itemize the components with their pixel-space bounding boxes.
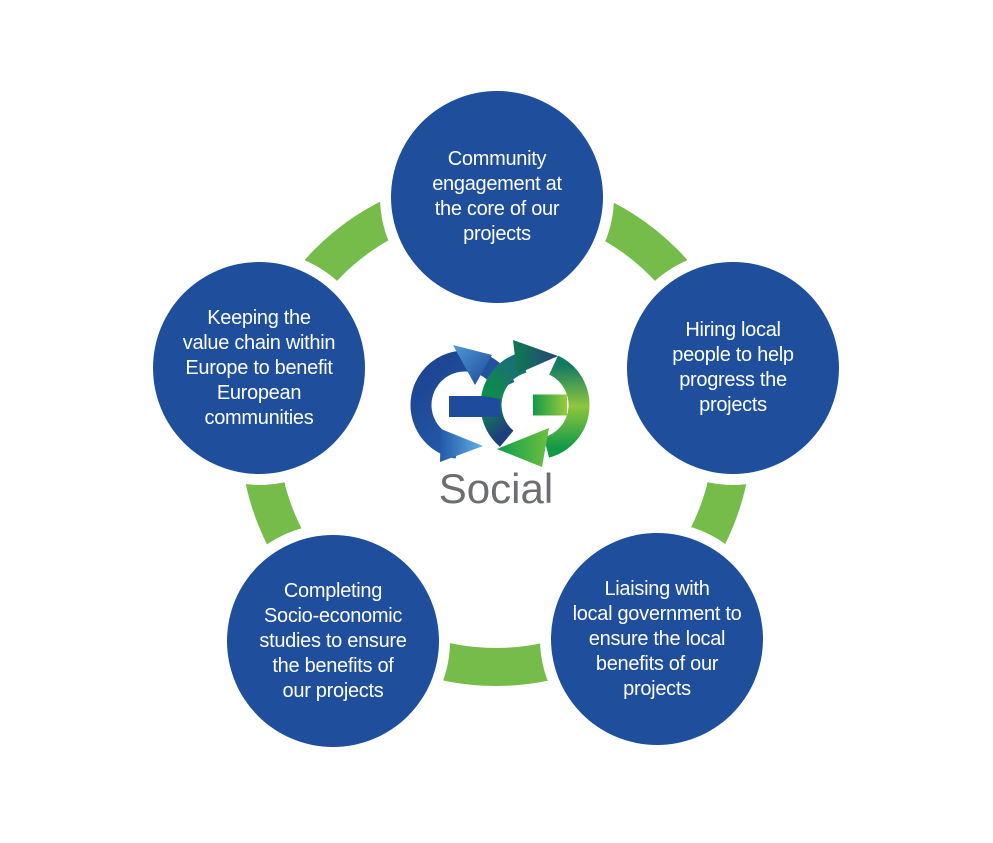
node-label: Completing Socio-economic studies to ens… <box>259 579 407 702</box>
node-value-chain-europe: Keeping the value chain within Europe to… <box>153 262 365 474</box>
node-hiring-local-people: Hiring local people to help progress the… <box>627 262 839 474</box>
node-label: Liaising with local government to ensure… <box>572 577 742 700</box>
node-liaising-local-government: Liaising with local government to ensure… <box>551 533 763 745</box>
node-label: Community engagement at the core of our … <box>432 148 562 245</box>
center-label: Social <box>438 465 554 512</box>
node-socio-economic-studies: Completing Socio-economic studies to ens… <box>227 535 439 747</box>
node-community-engagement: Community engagement at the core of our … <box>391 91 603 303</box>
gg-arrows-logo-icon <box>410 340 590 467</box>
node-label: Hiring local people to help progress the… <box>672 319 794 416</box>
node-label: Keeping the value chain within Europe to… <box>182 306 336 429</box>
